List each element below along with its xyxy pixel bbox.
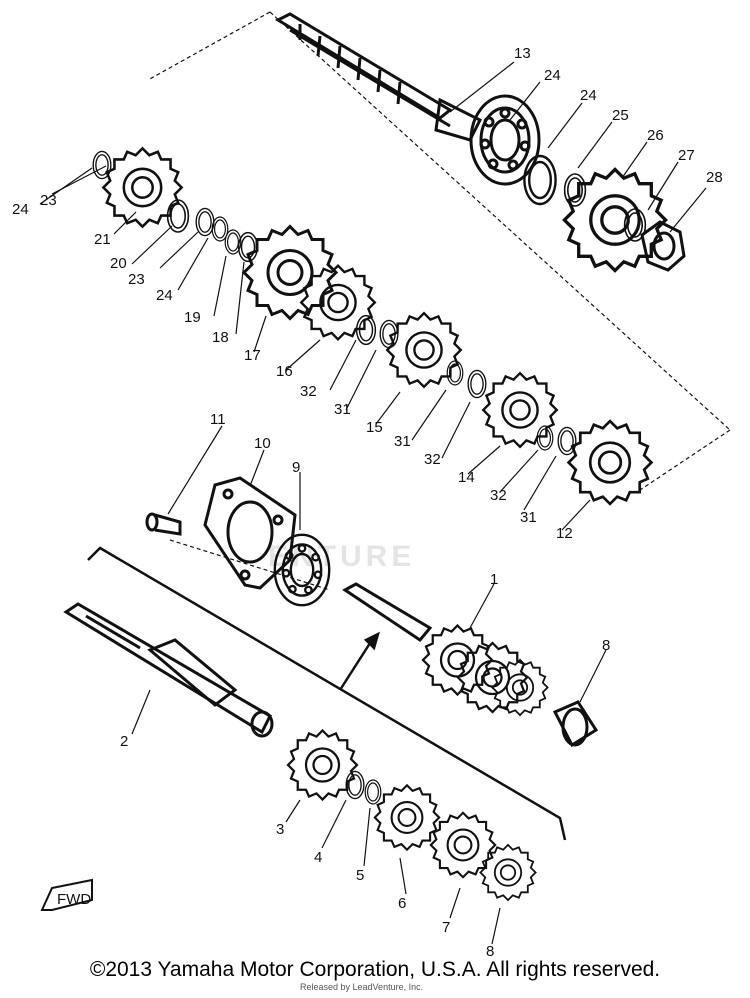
label-12: 11 <box>210 411 226 428</box>
gear-cluster-1a <box>421 624 494 696</box>
main-axle <box>274 12 483 142</box>
label-5: 5 <box>356 867 364 884</box>
label-30: 28 <box>706 169 723 186</box>
label-24-upper: 24 <box>12 201 29 218</box>
watermark: ENTURE <box>268 540 416 573</box>
assembly-bracket-lower <box>87 546 567 841</box>
label-10: 9 <box>292 459 300 476</box>
gear-22 <box>101 146 184 229</box>
washer-4 <box>345 770 365 800</box>
label-31-mid: 31 <box>394 433 411 450</box>
nut-30 <box>640 220 686 272</box>
label-32-lower: 32 <box>490 487 507 504</box>
fwd-label: FWD <box>57 891 91 908</box>
label-27: 25 <box>612 107 629 124</box>
leader-lines <box>39 61 707 945</box>
label-4: 4 <box>314 849 322 866</box>
label-6: 6 <box>398 895 406 912</box>
label-23-lower: 23 <box>128 271 145 288</box>
bolt-12 <box>145 512 182 536</box>
copyright-footer: ©2013 Yamaha Motor Corporation, U.S.A. A… <box>89 958 661 981</box>
main-axle-1 <box>342 582 433 642</box>
label-32-mid: 32 <box>424 451 441 468</box>
label-14: 12 <box>556 525 573 542</box>
part-labels: 13 24 24 25 26 27 28 24 23 21 20 23 24 1… <box>12 45 723 960</box>
label-28: 26 <box>647 127 664 144</box>
label-25: 24 <box>544 67 561 84</box>
label-21: 20 <box>110 255 127 272</box>
bearing-25 <box>469 94 541 186</box>
label-16: 15 <box>366 419 383 436</box>
label-1: 1 <box>490 571 498 588</box>
label-17: 16 <box>276 363 293 380</box>
label-22: 21 <box>94 231 111 248</box>
washer-32-lower <box>536 425 554 451</box>
label-31-upper: 31 <box>334 401 351 418</box>
gear-14 <box>567 419 653 506</box>
label-9: 8 <box>602 637 610 654</box>
circlip-5 <box>364 779 382 805</box>
label-18: 17 <box>244 347 261 364</box>
label-32-upper: 32 <box>300 383 317 400</box>
label-3: 3 <box>276 821 284 838</box>
label-20: 19 <box>184 309 201 326</box>
washer-32-mid <box>467 369 487 399</box>
released-by-note: Released by LeadVenture, Inc. <box>300 982 424 992</box>
bushing-9 <box>552 700 599 748</box>
gear-cluster-1b <box>456 641 529 714</box>
assembly-outline-upper <box>147 11 731 591</box>
label-31-lower: 31 <box>520 509 537 526</box>
label-7: 7 <box>442 919 450 936</box>
label-19: 18 <box>212 329 229 346</box>
gear-6 <box>373 784 441 851</box>
drive-axle <box>63 602 274 738</box>
gear-17 <box>299 264 377 341</box>
oil-seal-26 <box>522 154 558 206</box>
drive-sprocket-28 <box>562 167 668 273</box>
washer-23 <box>195 207 215 237</box>
label-24-lower: 24 <box>156 287 173 304</box>
gear-cluster-1c <box>491 658 549 717</box>
gear-8 <box>479 843 537 902</box>
label-2: 2 <box>120 733 128 750</box>
label-13: 13 <box>514 45 531 62</box>
label-29: 27 <box>678 147 695 164</box>
label-8: 8 <box>486 943 494 960</box>
label-15: 14 <box>458 469 475 486</box>
gear-15 <box>481 371 559 449</box>
label-11: 10 <box>254 435 271 452</box>
label-23-upper: 23 <box>40 192 57 209</box>
label-26: 24 <box>580 87 597 104</box>
fwd-arrow-icon <box>40 878 93 911</box>
